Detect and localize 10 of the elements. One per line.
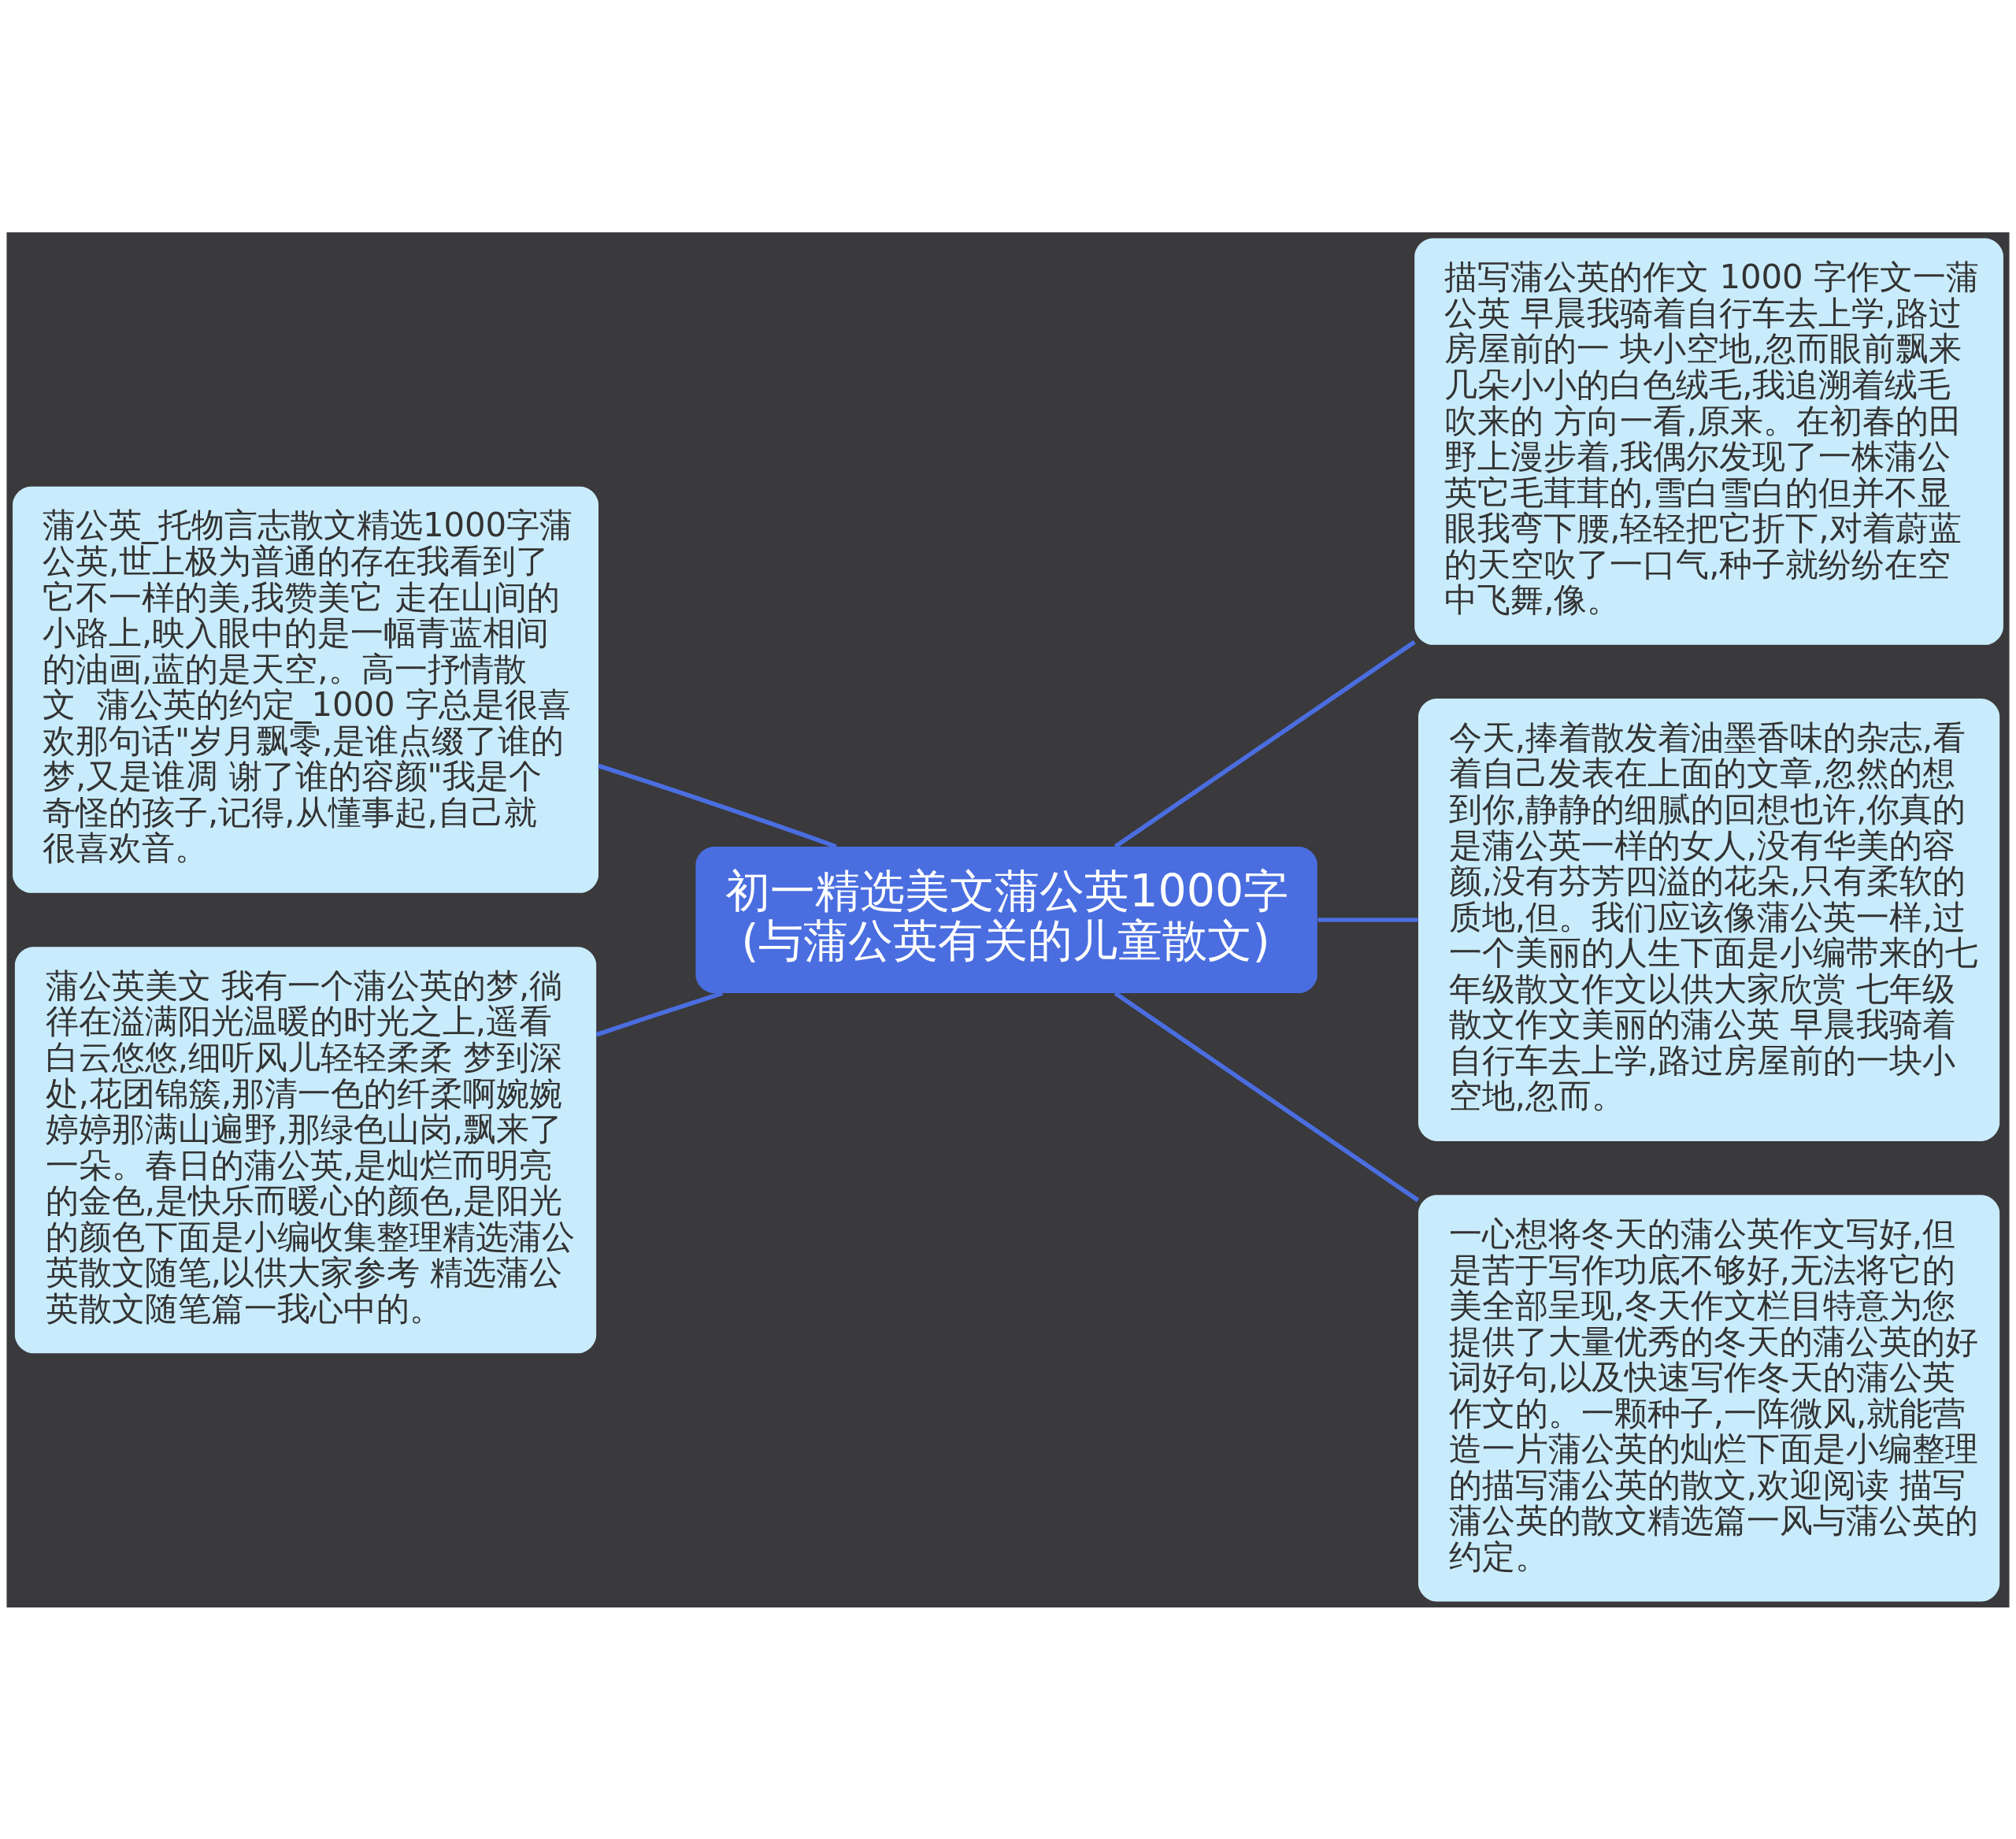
node-box: 描写蒲公英的作文 1000 字作文一蒲公英 早晨我骑着自行车去上学,路过房屋前的一 块小空地,忽而眼前飘来几朵小小的白色绒毛,我追溯着绒毛吹来的 方向一看,原来。在初春的田野上漫步着,我偶尔发现了一株蒲公英它毛茸茸的,雪白雪白的但并不显眼我弯下腰,轻轻把它折下,对着蔚蓝的天空吹了一口气,种子就纷纷在空中飞舞,像。 xyxy=(1414,238,2003,645)
connector xyxy=(1114,640,1416,848)
connector xyxy=(598,763,837,849)
connector xyxy=(1317,917,1418,922)
connector xyxy=(1114,991,1420,1202)
node-box: 蒲公英美文 我有一个蒲公英的梦,徜徉在溢满阳光温暖的时光之上,遥看白云悠悠,细听风儿轻轻柔柔 梦到深处,花团锦簇,那清一色的纤柔啊婉婉婷婷那满山遍野,那绿色山岗,飘来了一朵。春日的蒲公英,是灿烂而明亮的金色,是快乐而暖心的颜色,是阳光的颜色下面是小编收集整理精选蒲公英散文随笔,以供大家参考 精选蒲公英散文随笔篇一我心中的。 xyxy=(14,946,597,1353)
node-box: 一心想将冬天的蒲公英作文写好,但是苦于写作功底不够好,无法将它的美全部呈现,冬天作文栏目特意为您提供了大量优秀的冬天的蒲公英的好词好句,以及快速写作冬天的蒲公英作文的。一颗种子,一阵微风,就能营造一片蒲公英的灿烂下面是小编整理的描写蒲公英的散文,欢迎阅读 描写蒲公英的散文精选篇一风与蒲公英的约定。 xyxy=(1418,1194,2000,1601)
node-box: 今天,捧着散发着油墨香味的杂志,看着自己发表在上面的文章,忽然的想到你,静静的细腻的回想也许,你真的是蒲公英一样的女人,没有华美的容颜,没有芬芳四溢的花朵,只有柔软的质地,但。我们应该像蒲公英一样,过一个美丽的人生下面是小编带来的七年级散文作文以供大家欣赏 七年级散文作文美丽的蒲公英 早晨我骑着自行车去上学,路过房屋前的一块小空地,忽而。 xyxy=(1418,698,2000,1141)
node-box: 蒲公英_托物言志散文精选1000字蒲公英,世上极为普通的存在我看到了它不一样的美,我赞美它 走在山间的小路上,映入眼中的是一幅青蓝相间的油画,蓝的是天空,。高一抒情散文 蒲公英的约定_1000 字总是很喜欢那句话"岁月飘零,是谁点缀了谁的梦,又是谁凋 谢了谁的容颜"我是个奇怪的孩子,记得,从懂事起,自己就很喜欢音。 xyxy=(13,486,598,893)
node-box: 初一精选美文蒲公英1000字(与蒲公英有关的儿童散文) xyxy=(695,846,1317,993)
